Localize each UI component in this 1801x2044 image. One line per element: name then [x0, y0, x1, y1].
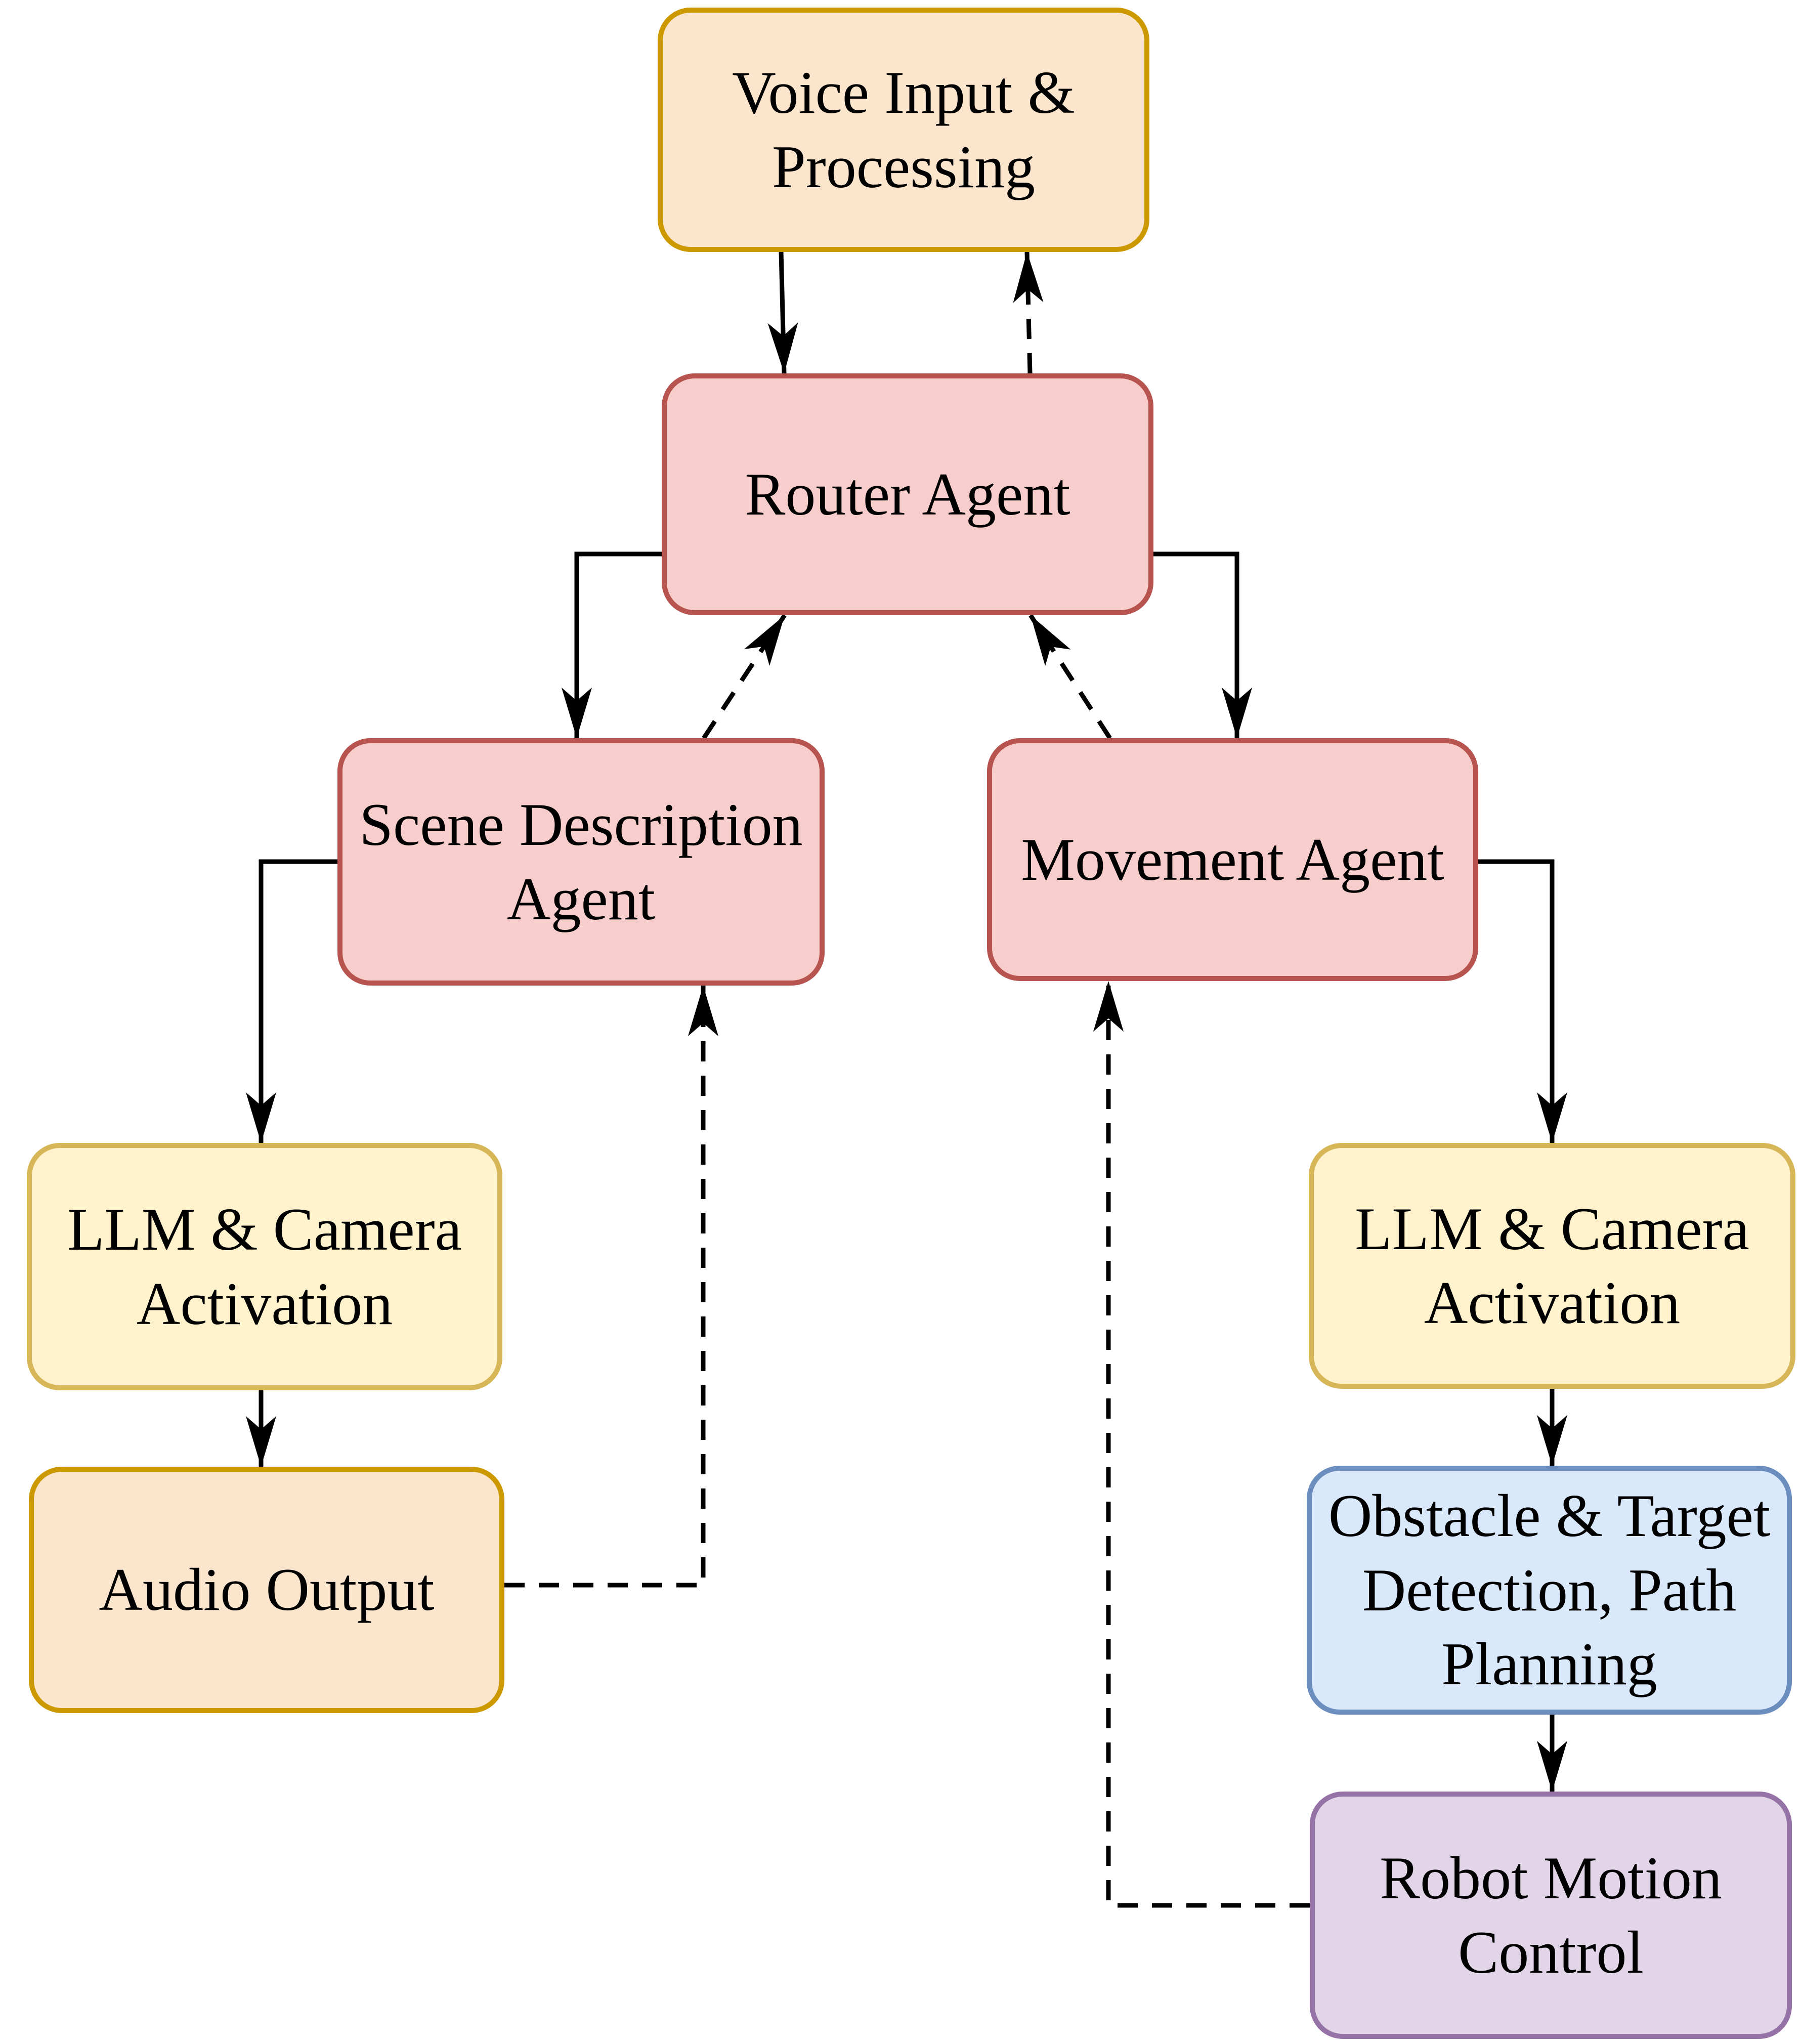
node-movement-agent: Movement Agent — [987, 738, 1478, 981]
node-label-line: Audio Output — [99, 1556, 435, 1624]
edge-movement-agent-to-llm-right — [1478, 859, 1567, 1143]
edge-router-to-movement-agent — [1153, 551, 1252, 738]
node-llm-camera-activation-right: LLM & Camera Activation — [1309, 1143, 1795, 1389]
node-label-line: Router Agent — [745, 460, 1070, 528]
node-robot-motion-control: Robot Motion Control — [1310, 1792, 1792, 2039]
node-label-line: Scene Description — [359, 791, 803, 859]
edge-voice-to-router — [767, 251, 798, 374]
node-llm-camera-activation-left: LLM & Camera Activation — [27, 1143, 502, 1390]
edge-scene-agent-to-llm-left — [246, 859, 337, 1143]
node-label-line: Voice Input & — [732, 59, 1075, 126]
node-obstacle-target-detection-path-planning: Obstacle & Target Detection, Path Planni… — [1307, 1466, 1792, 1715]
node-label-line: Control — [1458, 1918, 1644, 1986]
node-scene-description-agent: Scene Description Agent — [337, 738, 825, 986]
node-label-line: Activation — [1424, 1269, 1681, 1336]
node-label-line: Processing — [772, 133, 1035, 200]
node-label-line: Detection, Path — [1362, 1556, 1737, 1624]
node-label-line: Planning — [1441, 1630, 1657, 1698]
edge-scene-agent-to-router — [702, 614, 787, 740]
edge-router-to-scene-agent — [562, 551, 662, 738]
node-router-agent: Router Agent — [662, 373, 1153, 615]
edge-router-to-voice — [1013, 251, 1044, 374]
node-label-line: Robot Motion — [1380, 1844, 1722, 1912]
node-label-line: Activation — [136, 1269, 393, 1337]
node-label-line: Obstacle & Target — [1328, 1482, 1771, 1550]
edge-movement-agent-to-router — [1028, 614, 1112, 740]
node-label-line: Agent — [506, 865, 656, 932]
node-label-line: LLM & Camera — [67, 1196, 462, 1263]
node-audio-output: Audio Output — [29, 1467, 504, 1713]
edge-audio-output-to-scene-agent — [504, 986, 718, 1588]
node-label-line: LLM & Camera — [1355, 1195, 1749, 1262]
node-voice-input-processing: Voice Input & Processing — [658, 8, 1149, 252]
node-label-line: Movement Agent — [1021, 825, 1444, 893]
edge-robot-motion-to-movement-agent — [1093, 981, 1310, 1908]
